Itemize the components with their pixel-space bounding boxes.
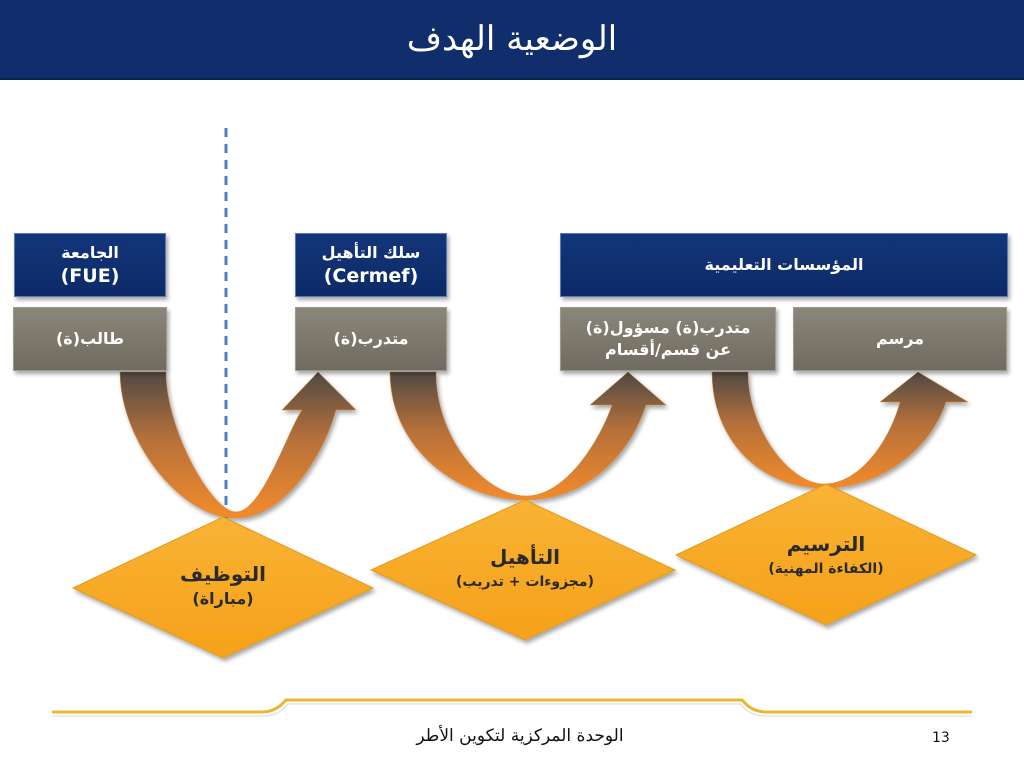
slide-title: الوضعية الهدف bbox=[406, 19, 618, 59]
status-box-tenured: مرسم bbox=[793, 307, 1007, 371]
stage-recruitment-detail: (مباراة) bbox=[192, 589, 254, 608]
title-bar: الوضعية الهدف bbox=[0, 0, 1024, 80]
stage-diamond-recruitment bbox=[71, 516, 375, 659]
footer-text: الوحدة المركزية لتكوين الأطر bbox=[416, 726, 624, 746]
footer-line-shadow bbox=[52, 703, 972, 717]
institution-box-university: الجامعة (FUE) bbox=[14, 233, 166, 297]
transition-arrow-3 bbox=[711, 371, 969, 489]
stage-qualification-label: التأهيل bbox=[490, 545, 560, 569]
status-student-label: طالب(ة) bbox=[55, 329, 125, 348]
institution-box-qualification-track: سلك التأهيل (Cermef) bbox=[295, 233, 447, 297]
stage-qualification-detail: (مجزوءات + تدريب) bbox=[456, 574, 594, 590]
institution-qualification-name: سلك التأهيل bbox=[321, 243, 421, 262]
status-box-student: طالب(ة) bbox=[13, 307, 167, 371]
status-box-trainee: متدرب(ة) bbox=[295, 307, 447, 371]
transition-arrow-1 bbox=[119, 371, 357, 519]
institution-educational-name: المؤسسات التعليمية bbox=[704, 255, 864, 274]
institution-qualification-code: (Cermef) bbox=[323, 265, 419, 287]
stage-tenure-text: الترسيم (الكفاءة المهنية) bbox=[726, 530, 926, 580]
status-trainee-label: متدرب(ة) bbox=[333, 329, 409, 348]
stage-tenure-label: الترسيم bbox=[786, 532, 866, 556]
institution-box-educational: المؤسسات التعليمية bbox=[560, 233, 1008, 297]
stage-tenure-detail: (الكفاءة المهنية) bbox=[768, 561, 884, 577]
institution-university-code: (FUE) bbox=[60, 265, 120, 287]
status-box-trainee-responsible: متدرب(ة) مسؤول(ة) عن قسم/أقسام bbox=[560, 307, 776, 371]
stage-qualification-text: التأهيل (مجزوءات + تدريب) bbox=[425, 543, 625, 593]
stage-recruitment-label: التوظيف bbox=[180, 562, 266, 586]
page-number: 13 bbox=[932, 730, 950, 746]
institution-university-name: الجامعة bbox=[61, 243, 119, 262]
status-tenured-label: مرسم bbox=[875, 329, 925, 348]
transition-arrow-2 bbox=[389, 371, 667, 501]
stage-diamond-qualification bbox=[369, 499, 677, 641]
stage-diamond-tenure bbox=[674, 483, 978, 626]
stage-recruitment-text: التوظيف (مباراة) bbox=[123, 560, 323, 610]
status-trainee-responsible-line1: متدرب(ة) مسؤول(ة) bbox=[585, 318, 751, 337]
footer-line bbox=[52, 698, 972, 714]
status-trainee-responsible-line2: عن قسم/أقسام bbox=[604, 340, 732, 359]
